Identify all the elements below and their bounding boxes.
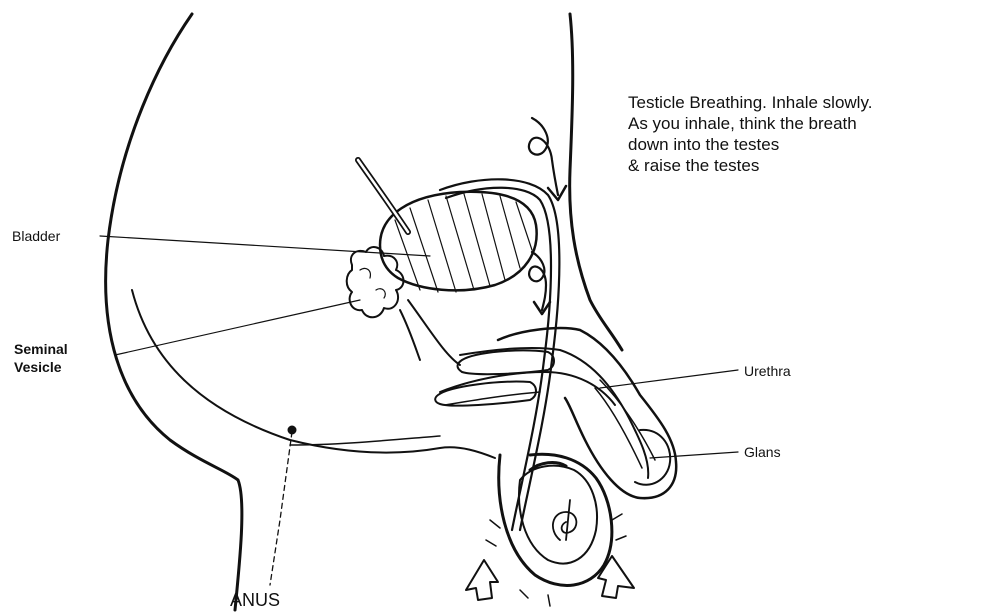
vas-deferens xyxy=(400,300,460,365)
seminal-leader xyxy=(115,300,360,355)
label-bladder: Bladder xyxy=(12,228,60,244)
caption-line-2: As you inhale, think the breath xyxy=(628,113,872,134)
penis-shape xyxy=(435,328,676,498)
label-seminal-line-1: Seminal xyxy=(14,340,68,358)
buttock-curve xyxy=(132,290,495,458)
body-back-outline xyxy=(106,14,242,610)
perineum-line xyxy=(290,436,440,445)
scrotum-shape xyxy=(499,454,612,585)
caption-line-4: & raise the testes xyxy=(628,155,872,176)
caption-line-3: down into the testes xyxy=(628,134,872,155)
anus-leader xyxy=(270,432,292,585)
label-anus: ANUS xyxy=(230,590,280,611)
breath-arrow-upper xyxy=(529,118,566,200)
caption: Testicle Breathing. Inhale slowly. As yo… xyxy=(628,92,872,176)
up-arrow-left xyxy=(466,560,498,600)
breath-arrow-lower xyxy=(529,252,550,314)
label-glans: Glans xyxy=(744,444,781,460)
label-seminal-line-2: Vesicle xyxy=(14,358,68,376)
caption-line-1: Testicle Breathing. Inhale slowly. xyxy=(628,92,872,113)
label-urethra: Urethra xyxy=(744,363,791,379)
glans-leader xyxy=(650,452,738,458)
testis-swirl xyxy=(553,500,577,540)
body-front-outline xyxy=(570,14,622,350)
urethra-leader xyxy=(600,370,738,388)
up-arrow-right xyxy=(598,556,634,598)
label-seminal-vesicle: Seminal Vesicle xyxy=(14,340,68,376)
seminal-vesicle-shape xyxy=(347,247,404,317)
